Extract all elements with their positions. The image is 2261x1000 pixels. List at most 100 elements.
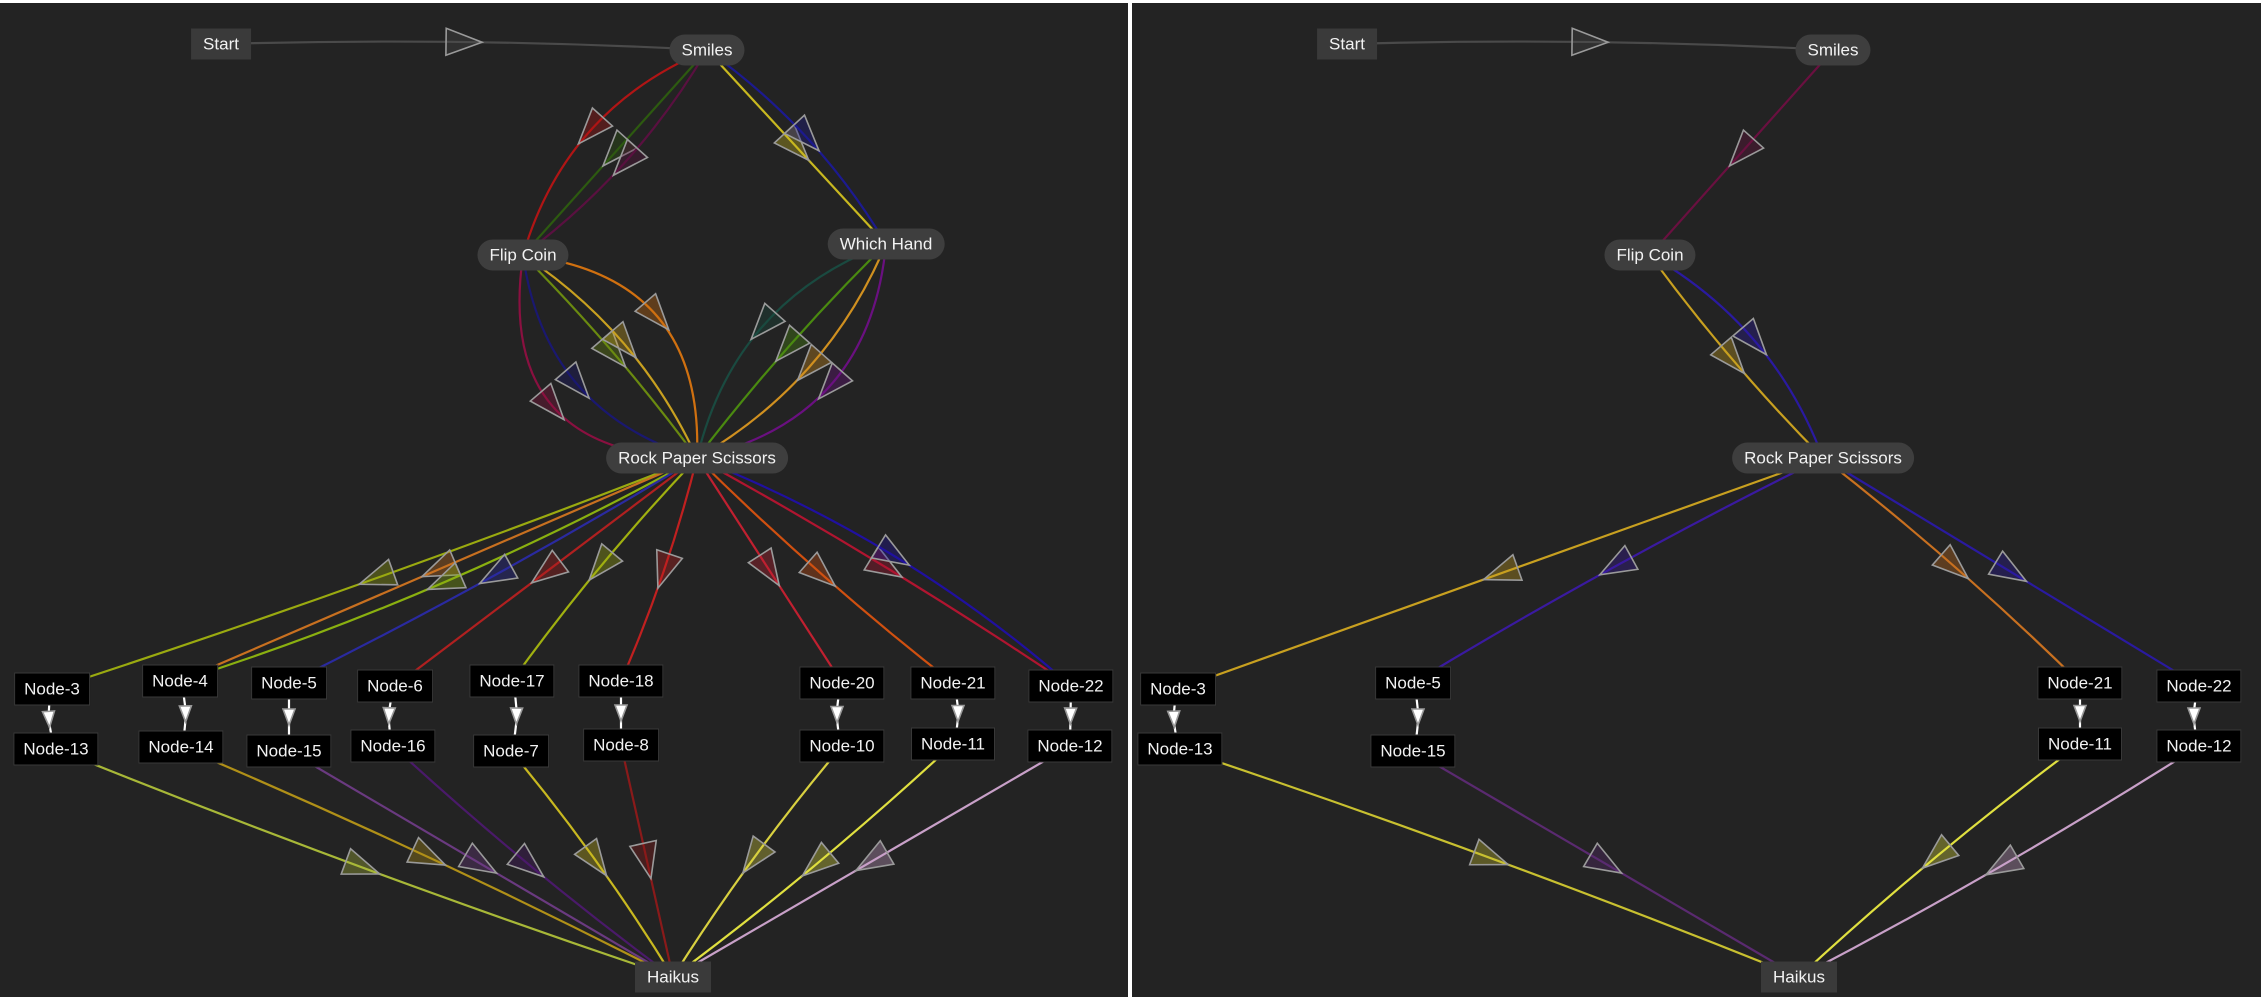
node-n8[interactable]: Node-8 [583, 728, 659, 762]
edge-arrowhead [796, 343, 833, 383]
node-haikus[interactable]: Haikus [635, 961, 711, 993]
edge-rps-to-n22 [696, 456, 1072, 687]
node-rps[interactable]: Rock Paper Scissors [1732, 442, 1914, 474]
edge-arrowhead [587, 542, 624, 582]
node-start[interactable]: Start [191, 28, 251, 60]
node-n13[interactable]: Node-13 [1137, 732, 1223, 766]
edge-arrowhead [340, 847, 382, 875]
edge-arrowhead [553, 360, 591, 400]
edge-rps-to-n5 [288, 457, 698, 684]
node-n15[interactable]: Node-15 [1370, 734, 1456, 768]
node-rps[interactable]: Rock Paper Scissors [606, 442, 788, 474]
node-n20[interactable]: Node-20 [799, 666, 885, 700]
node-n3[interactable]: Node-3 [14, 672, 90, 706]
edge-smiles-to-which [706, 49, 887, 245]
node-n12[interactable]: Node-12 [2156, 729, 2242, 763]
edge-arrowhead [800, 841, 841, 878]
edge-n10-to-haikus [672, 745, 843, 978]
edge-smiles-to-which [706, 49, 887, 245]
node-n22[interactable]: Node-22 [2156, 669, 2242, 703]
edge-arrowhead [797, 550, 837, 588]
edge-arrowhead [41, 710, 56, 730]
edge-layer-left [41, 27, 1078, 979]
node-n21[interactable]: Node-21 [910, 666, 996, 700]
node-n13[interactable]: Node-13 [13, 732, 99, 766]
edge-smiles-to-flip [1649, 49, 1834, 256]
edge-arrowhead [1731, 317, 1768, 357]
edge-arrowhead [1582, 841, 1624, 875]
edge-rps-to-n21 [696, 457, 954, 684]
node-n3[interactable]: Node-3 [1140, 672, 1216, 706]
edge-arrowhead [509, 707, 524, 727]
edge-rps-to-n22 [696, 457, 1072, 687]
edge-arrowhead [576, 106, 614, 146]
edge-arrowhead [628, 839, 658, 881]
edge-n11-to-haikus [1798, 743, 2081, 978]
edge-arrowhead [1987, 549, 2029, 583]
edge-n11-to-haikus [672, 743, 954, 978]
node-start[interactable]: Start [1317, 28, 1377, 60]
edge-arrowhead [281, 708, 297, 728]
node-n21[interactable]: Node-21 [2037, 666, 2123, 700]
node-n16[interactable]: Node-16 [350, 729, 436, 763]
edge-n8-to-haikus [619, 744, 675, 978]
edge-arrowhead [2186, 707, 2202, 727]
edge-rps-to-n18 [619, 457, 699, 682]
edge-smiles-to-flip [522, 49, 708, 256]
edge-rps-to-n6 [394, 457, 698, 687]
node-n6[interactable]: Node-6 [357, 669, 433, 703]
edge-arrowhead [1571, 27, 1611, 57]
edge-start-to-smiles [1346, 40, 1834, 52]
edge-rps-to-n21 [1822, 457, 2081, 684]
edge-start-to-smiles [220, 40, 708, 52]
edge-arrowhead [601, 320, 638, 360]
edge-rps-to-n22 [1822, 457, 2200, 687]
node-which[interactable]: Which Hand [827, 228, 945, 260]
node-n4[interactable]: Node-4 [142, 664, 218, 698]
node-n14[interactable]: Node-14 [138, 730, 224, 764]
node-n10[interactable]: Node-10 [799, 729, 885, 763]
edge-n7-to-haikus [510, 750, 674, 978]
edge-arrowhead [357, 558, 399, 586]
node-n12[interactable]: Node-12 [1027, 729, 1113, 763]
edge-arrowhead [950, 704, 966, 724]
edge-flip-to-rps [1649, 254, 1825, 459]
edge-n12-to-haikus [1798, 745, 2200, 978]
edge-arrowhead [2072, 704, 2088, 724]
edge-arrowhead [746, 546, 781, 588]
node-haikus[interactable]: Haikus [1761, 961, 1837, 993]
edge-arrowhead [405, 836, 448, 867]
edge-arrowhead [817, 361, 854, 401]
edge-layer-right [1166, 27, 2202, 979]
node-n18[interactable]: Node-18 [578, 664, 664, 698]
edge-arrowhead [1709, 335, 1746, 376]
node-n5[interactable]: Node-5 [251, 666, 327, 700]
edge-rps-to-n17 [511, 457, 698, 682]
node-n7[interactable]: Node-7 [473, 734, 549, 768]
edge-n15-to-haikus [288, 750, 674, 978]
edge-flip-to-rps [522, 254, 698, 459]
edge-arrowhead [477, 552, 519, 585]
node-smiles[interactable]: Smiles [1795, 34, 1871, 66]
edge-arrowhead [573, 837, 608, 878]
edge-arrowhead [1920, 833, 1961, 870]
node-n11[interactable]: Node-11 [911, 727, 995, 761]
edge-which-to-rps [696, 243, 887, 459]
node-n17[interactable]: Node-17 [469, 664, 555, 698]
node-flip[interactable]: Flip Coin [1604, 239, 1696, 271]
node-n5[interactable]: Node-5 [1375, 666, 1451, 700]
edge-n16-to-haikus [392, 745, 674, 978]
edge-arrowhead [1930, 543, 1971, 581]
node-flip[interactable]: Flip Coin [477, 239, 569, 271]
edge-rps-to-n5 [1412, 457, 1824, 684]
edge-arrowhead [1481, 553, 1524, 581]
edge-arrowhead [1727, 128, 1765, 168]
node-n15[interactable]: Node-15 [246, 734, 332, 768]
node-n11[interactable]: Node-11 [2038, 727, 2122, 761]
node-smiles[interactable]: Smiles [669, 34, 745, 66]
edge-flip-to-rps [522, 253, 699, 459]
node-n22[interactable]: Node-22 [1028, 669, 1114, 703]
edge-arrowhead [749, 302, 787, 342]
edge-arrowhead [505, 842, 546, 879]
edge-n13-to-haikus [1179, 747, 1800, 979]
